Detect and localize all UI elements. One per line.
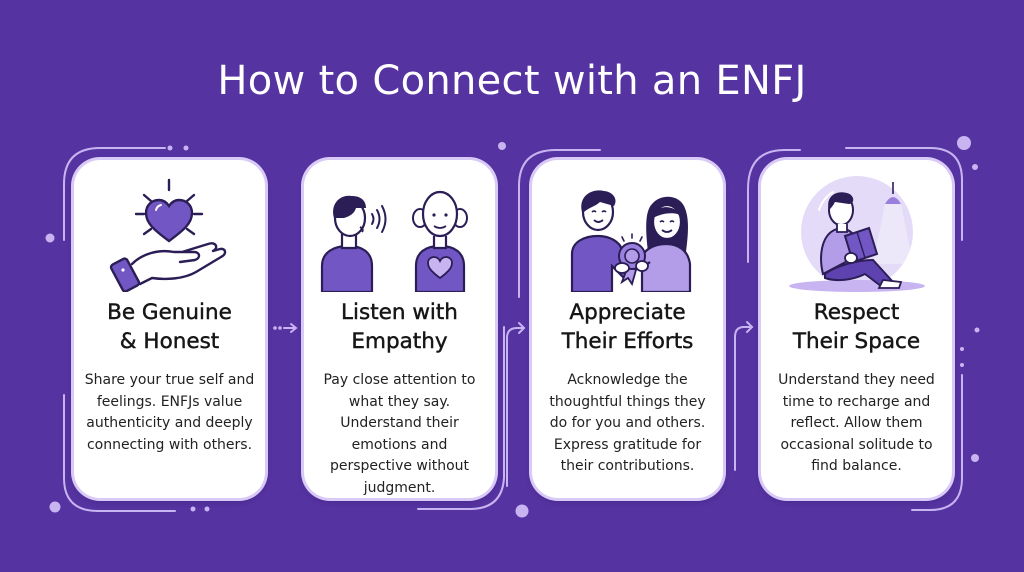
card-heading-line1: Listen with: [341, 300, 458, 325]
card-heading-line2: Their Space: [792, 329, 921, 354]
card-description: Pay close attention to what they say. Un…: [323, 372, 476, 496]
card-heading-line2: Empathy: [351, 329, 448, 354]
card-heading: Appreciate Their Efforts: [538, 298, 717, 356]
tip-card-listen-with-empathy: Listen with Empathy Pay close attention …: [304, 160, 495, 498]
card-heading-line1: Be Genuine: [107, 300, 232, 325]
heart-in-hand-icon: [74, 174, 265, 293]
card-description: Acknowledge the thoughtful things they d…: [549, 372, 706, 474]
card-heading-line2: Their Efforts: [561, 329, 694, 354]
card-description: Understand they need time to recharge an…: [778, 372, 935, 474]
two-people-listening-icon: [304, 174, 495, 294]
person-reading-alone-icon: [761, 174, 952, 292]
tip-card-respect-space: Respect Their Space Understand they need…: [761, 160, 952, 498]
card-heading: Be Genuine & Honest: [80, 298, 259, 356]
tip-card-appreciate-efforts: Appreciate Their Efforts Acknowledge the…: [532, 160, 723, 498]
card-heading-line1: Appreciate: [569, 300, 686, 325]
card-heading-line1: Respect: [813, 300, 900, 325]
card-heading: Respect Their Space: [767, 298, 946, 356]
people-sharing-award-icon: [532, 174, 723, 294]
card-heading-line2: & Honest: [119, 329, 220, 354]
card-description: Share your true self and feelings. ENFJs…: [84, 372, 255, 453]
page-title: How to Connect with an ENFJ: [217, 58, 807, 104]
card-heading: Listen with Empathy: [310, 298, 489, 356]
tip-card-be-genuine: Be Genuine & Honest Share your true self…: [74, 160, 265, 498]
